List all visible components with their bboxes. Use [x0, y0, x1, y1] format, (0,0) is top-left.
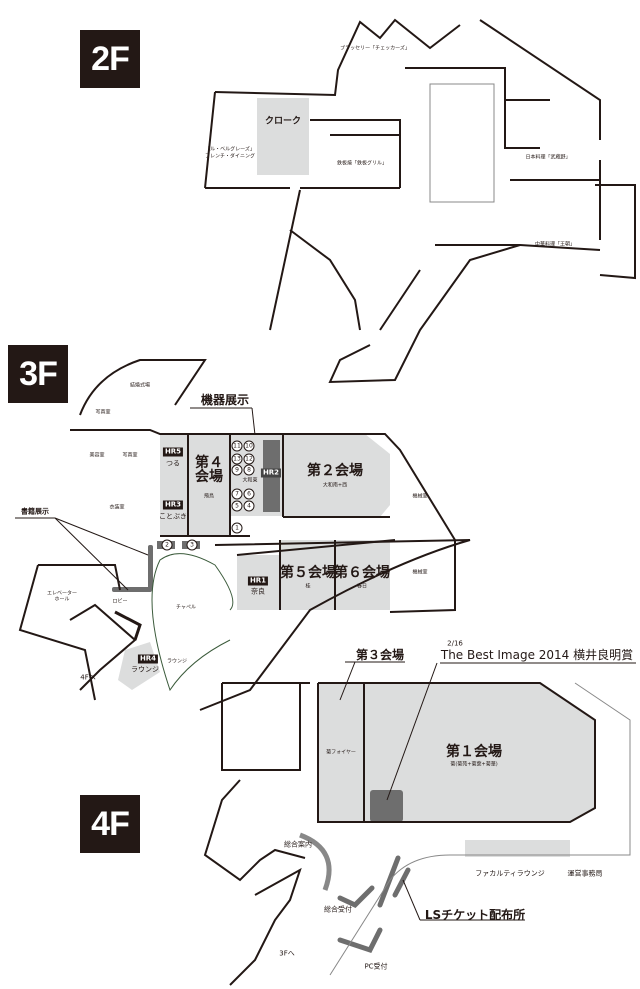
photo-room-label-2: 写真室: [122, 452, 138, 459]
booth-2: 2: [161, 539, 173, 551]
callout-lines: [15, 407, 636, 921]
booth-4: 4: [243, 500, 255, 512]
hall4-name: 飛鳥: [203, 493, 215, 500]
hr1-name: 奈良: [251, 587, 265, 596]
booth-3: 3: [186, 539, 198, 551]
hall6-label: 第６会場: [334, 565, 390, 581]
floor-badge-4f: 4F: [80, 795, 140, 853]
hall4-room: [188, 434, 230, 536]
booth-5: 5: [231, 500, 243, 512]
hall3-callout: 第３会場: [355, 648, 405, 662]
hall1-name: 菊(菊苑+菊葉+菊華): [450, 761, 498, 768]
french-label-2: フレンチ・ダイニング: [204, 153, 256, 160]
teppan-label: 鉄板焼「鉄板グリル」: [336, 160, 388, 167]
book-exhibit-callout: 書籍展示: [21, 507, 49, 516]
booth-8: 8: [243, 464, 255, 476]
lobby-label: ロビー: [112, 598, 128, 605]
office-label: 運営事務局: [567, 869, 603, 878]
faculty-lounge-room: [465, 840, 570, 857]
hr4-room: [118, 642, 160, 690]
award-date: 2/16: [447, 639, 463, 648]
hall5-label: 第５会場: [280, 565, 336, 581]
chapel-label: チャペル: [176, 604, 196, 611]
booth-1: 1: [231, 522, 243, 534]
booth-10: 10: [243, 440, 255, 452]
pc-reception-label: PC受付: [364, 962, 388, 971]
faculty-lounge-label: ファカルティラウンジ: [475, 869, 545, 878]
hall5-room: [280, 540, 335, 610]
hall2-label: 第２会場: [307, 463, 363, 479]
floor-badge-3f: 3F: [8, 345, 68, 403]
yamato-east-label: 大和東: [242, 477, 258, 484]
floor-badge-2f: 2F: [80, 30, 140, 88]
japanese-label: 日本料理「武蔵野」: [525, 154, 571, 161]
hr3-name: ことぶき: [159, 512, 187, 521]
info-desk-label: 総合案内: [284, 840, 312, 849]
hr4-name: ラウンジ: [131, 665, 159, 674]
elevator-hall-label-1: エレベーター: [46, 590, 78, 597]
booth-6: 6: [243, 488, 255, 500]
hr3-badge: HR3: [162, 500, 184, 510]
hr5-name: つる: [166, 459, 180, 468]
booth-13: 13: [231, 453, 243, 465]
walls: [18, 18, 636, 986]
hall1-label: 第１会場: [446, 744, 502, 760]
booth-7: 7: [231, 488, 243, 500]
chinese-label: 中華料理「王朝」: [534, 241, 576, 248]
lounge-label: ラウンジ: [166, 658, 188, 665]
award-callout: The Best Image 2014 横井良明賞: [440, 648, 634, 662]
cloak-room: [257, 98, 309, 175]
hr4-badge: HR4: [137, 654, 159, 664]
brasserie-label: ブラッセリー「チェッカーズ」: [340, 45, 410, 52]
ls-ticket-callout: LSチケット配布所: [424, 908, 526, 922]
cloak-label: クローク: [264, 116, 302, 127]
hall2-name: 大和南+西: [322, 482, 348, 489]
award-display-area: [370, 790, 403, 822]
booth-12: 12: [243, 453, 255, 465]
costume-room-label: 衣装室: [109, 504, 125, 511]
to-3f-label: 3Fへ: [279, 949, 295, 958]
hall1-room: [318, 683, 595, 822]
hall6-name: 春日: [356, 583, 368, 590]
hall4-label: 第４会場: [195, 455, 223, 485]
hall2-room: [283, 434, 390, 517]
machine-room-label-2: 機械室: [412, 569, 428, 576]
to-4f-label: 4Fへ: [80, 673, 96, 682]
hr1-badge: HR1: [247, 576, 269, 586]
booth-11: 11: [231, 440, 243, 452]
reception-label: 総合受付: [324, 905, 352, 914]
foyer-label: 菊フォイヤー: [326, 749, 356, 756]
hr5-badge: HR5: [162, 447, 184, 457]
elevator-hall-label-2: ホール: [54, 596, 70, 603]
wedding-label: 結婚式場: [129, 382, 151, 389]
equipment-exhibit-callout: 機器展示: [200, 393, 250, 407]
photo-room-label: 写真室: [95, 409, 111, 416]
beauty-room-label: 美容室: [89, 452, 105, 459]
hall5-name: 桂: [305, 583, 311, 590]
booth-9: 9: [231, 464, 243, 476]
machine-room-label-1: 機械室: [412, 493, 428, 500]
hr2-badge: HR2: [260, 468, 282, 478]
french-label-1: 「ル・ベルグレーズ」: [205, 146, 255, 153]
hall6-room: [335, 540, 390, 610]
